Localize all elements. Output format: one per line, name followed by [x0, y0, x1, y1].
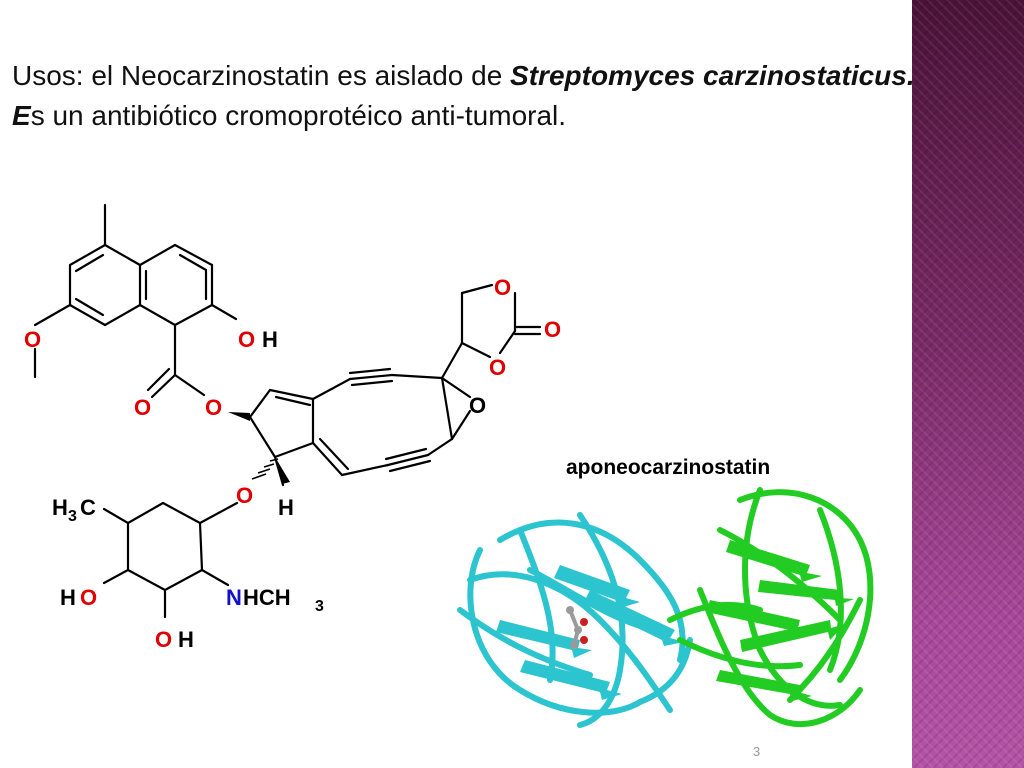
heading-prefix: Usos: el Neocarzinostatin es aislado de — [12, 60, 511, 91]
atom-o-epoxide: O — [469, 393, 486, 418]
atom-h-hydroxyl-left: H — [60, 585, 76, 610]
decorative-sidebar — [912, 0, 1024, 768]
page-number: 3 — [753, 744, 761, 759]
hash-bond — [251, 458, 279, 480]
wedge-bond — [228, 412, 250, 421]
aponeocarzinostatin-ribbon — [457, 487, 874, 728]
atom-o-glycoside: O — [236, 483, 253, 508]
protein-label: aponeocarzinostatin — [566, 456, 771, 479]
atom-h-hydroxyl: H — [262, 327, 278, 352]
atom-o-carbonate: O — [544, 317, 561, 342]
heading-species: Streptomyces carzinostaticus. E — [12, 60, 915, 131]
ligand — [566, 606, 588, 649]
atom-n: N — [226, 585, 242, 610]
atom-h-stereo: H — [278, 495, 294, 520]
atom-o-ring-bottom: O — [489, 355, 506, 380]
atom-o-carbonyl: O — [134, 395, 151, 420]
atom-labels: O O H O O O O O O O H H 3 C H O N HCH 3 … — [24, 275, 561, 652]
group-hch-subscript: 3 — [315, 598, 324, 615]
methyl-h: H — [52, 495, 68, 520]
atom-o-hydroxyl-bottom: O — [155, 627, 172, 652]
methyl-subscript: 3 — [68, 508, 77, 525]
neocarzinostatin-structure: O O H O O O O O O O H H 3 C H O N HCH 3 … — [24, 203, 561, 652]
atom-o-ester: O — [205, 395, 222, 420]
structure-bonds — [33, 203, 542, 619]
slide-heading: Usos: el Neocarzinostatin es aislado de … — [12, 56, 952, 136]
heading-suffix: s un antibiótico cromoprotéico anti-tumo… — [30, 100, 567, 131]
group-hch: HCH — [243, 585, 291, 610]
atom-o-ring-top: O — [494, 275, 511, 300]
green-strands — [706, 540, 854, 701]
atom-h-hydroxyl-bottom: H — [178, 627, 194, 652]
atom-o-hydroxyl-left: O — [80, 585, 97, 610]
atom-o-hydroxyl: O — [238, 327, 255, 352]
cyan-strands — [496, 565, 684, 700]
wedge-bond-h — [275, 457, 290, 484]
methyl-c: C — [80, 495, 96, 520]
atom-o-methoxy: O — [24, 327, 41, 352]
